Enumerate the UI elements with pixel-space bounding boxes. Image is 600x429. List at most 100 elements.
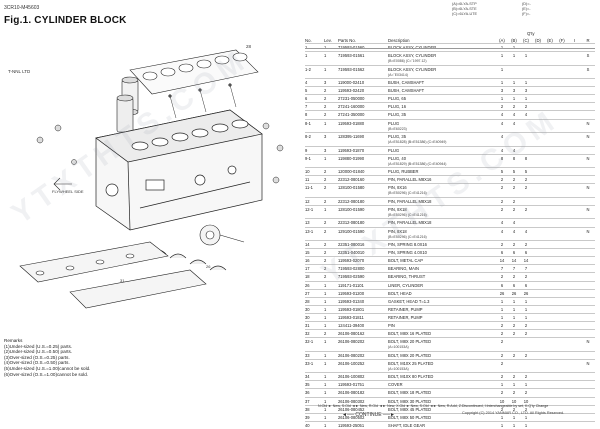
- cell-e: [544, 64, 556, 73]
- cell-d: [532, 78, 544, 87]
- cell-b: 1: [508, 420, 520, 429]
- cell-part[interactable]: 119000-02410: [338, 78, 388, 87]
- cell-part[interactable]: 27231-050000: [338, 94, 388, 103]
- cell-part[interactable]: 22312-080180: [338, 218, 388, 228]
- cell-a: 6: [496, 248, 508, 257]
- cell-b: 2: [508, 196, 520, 206]
- cell-part[interactable]: 119593-25051: [338, 420, 388, 429]
- cell-d: [532, 226, 544, 235]
- cell-part[interactable]: 119593-01200: [338, 288, 388, 298]
- cell-no: 15: [305, 248, 324, 257]
- cell-name: PLUG, 16: [388, 102, 496, 111]
- cell-e: [544, 264, 556, 273]
- cell-f: [556, 320, 568, 330]
- cell-c: 2: [520, 175, 532, 184]
- cell-no: 16: [305, 256, 324, 265]
- cell-name: PLUG, 40: [388, 153, 496, 162]
- cell-part[interactable]: 22351-080016: [338, 240, 388, 249]
- cell-no: 5: [305, 86, 324, 95]
- cell-lev: 2: [324, 226, 338, 235]
- cell-part[interactable]: 26106-100802: [338, 372, 388, 381]
- cell-c: 5: [520, 167, 532, 176]
- cell-part[interactable]: 124411-39400: [338, 320, 388, 330]
- cell-c: 2: [520, 240, 532, 249]
- cell-no: 17: [305, 264, 324, 273]
- cell-f: [556, 264, 568, 273]
- cell-part[interactable]: 26106-080162: [338, 329, 388, 338]
- cell-e: [544, 288, 556, 298]
- cell-f: [556, 380, 568, 389]
- cell-part[interactable]: 26106-080452: [338, 404, 388, 414]
- cell-r: [581, 42, 595, 52]
- cell-part[interactable]: 119593-02420: [338, 86, 388, 95]
- cell-part[interactable]: 119593-01811: [338, 312, 388, 322]
- cell-d: [532, 175, 544, 184]
- cell-f: [556, 175, 568, 184]
- cell-part[interactable]: 119171-01101: [338, 280, 388, 290]
- cell-part[interactable]: 26106-080202: [338, 350, 388, 360]
- cell-part[interactable]: 128100-01590: [338, 204, 388, 214]
- cell-b: 4: [508, 110, 520, 120]
- cell-a: 5: [496, 167, 508, 176]
- cell-part[interactable]: 119593-01880: [338, 118, 388, 127]
- cell-part[interactable]: 119593-02070: [338, 256, 388, 265]
- cell-name: LINER, CYLINDER: [388, 280, 496, 290]
- cell-d: [532, 204, 544, 214]
- cell-part[interactable]: 719593-01562: [338, 64, 388, 73]
- cell-b: 7: [508, 264, 520, 273]
- cell-part[interactable]: 27241-160000: [338, 102, 388, 111]
- continue-indicator[interactable]: ◄── CONTINUE ──►: [342, 412, 395, 418]
- cell-r: [581, 380, 595, 389]
- cell-part[interactable]: 119593-01340: [338, 296, 388, 306]
- cell-r: [581, 102, 595, 111]
- cell-part[interactable]: 26106-080302: [338, 396, 388, 406]
- cell-part[interactable]: 119593-01801: [338, 304, 388, 314]
- cell-b: 2: [508, 175, 520, 184]
- cell-part[interactable]: 22312-080160: [338, 175, 388, 184]
- cell-part[interactable]: 120000-01840: [338, 167, 388, 176]
- col-a: (A): [499, 37, 505, 43]
- cell-part[interactable]: 26106-080502: [338, 412, 388, 422]
- cell-part[interactable]: 119593-01751: [338, 380, 388, 389]
- cell-part[interactable]: 119593-01870: [338, 145, 388, 155]
- cell-b: 1: [508, 380, 520, 389]
- cell-a: 1: [496, 296, 508, 306]
- cell-part[interactable]: 719593-02800: [338, 264, 388, 273]
- cell-part[interactable]: 26106-080202: [338, 337, 388, 346]
- cell-r: [581, 240, 595, 249]
- cell-f: [556, 196, 568, 206]
- cell-no: 9: [305, 145, 324, 155]
- cell-part[interactable]: 128395-11690: [338, 132, 388, 141]
- cell-part[interactable]: 22312-080180: [338, 196, 388, 206]
- cell-part[interactable]: 119880-01990: [338, 153, 388, 162]
- cell-part[interactable]: 719593-01561: [338, 51, 388, 60]
- cell-i: [568, 404, 581, 414]
- cell-part[interactable]: 22351-040010: [338, 248, 388, 257]
- cell-part[interactable]: 26106-080182: [338, 388, 388, 398]
- cell-part[interactable]: 719593-02590: [338, 272, 388, 281]
- cell-r: [581, 312, 595, 322]
- cell-c: 2: [520, 272, 532, 281]
- cell-f: [556, 350, 568, 360]
- cell-a: 1: [496, 412, 508, 422]
- cell-part[interactable]: 26106-100252: [338, 358, 388, 367]
- cell-i: [568, 256, 581, 265]
- cell-c: 2: [520, 183, 532, 192]
- cell-part[interactable]: 719593-01560: [338, 42, 388, 52]
- oil-pan-rail-drawing: [19, 241, 207, 309]
- cell-part[interactable]: 27241-350000: [338, 110, 388, 120]
- cell-i: [568, 350, 581, 360]
- cell-no: 12-1: [305, 204, 324, 214]
- model-note-a: (A)=6LYA-STP: [452, 2, 477, 6]
- cell-part[interactable]: 129100-01590: [338, 226, 388, 235]
- model-note-e: (E)=-: [522, 7, 531, 11]
- cell-name: PIN, PARALLEL M8X18: [388, 196, 496, 206]
- cell-part[interactable]: 128100-01580: [338, 183, 388, 192]
